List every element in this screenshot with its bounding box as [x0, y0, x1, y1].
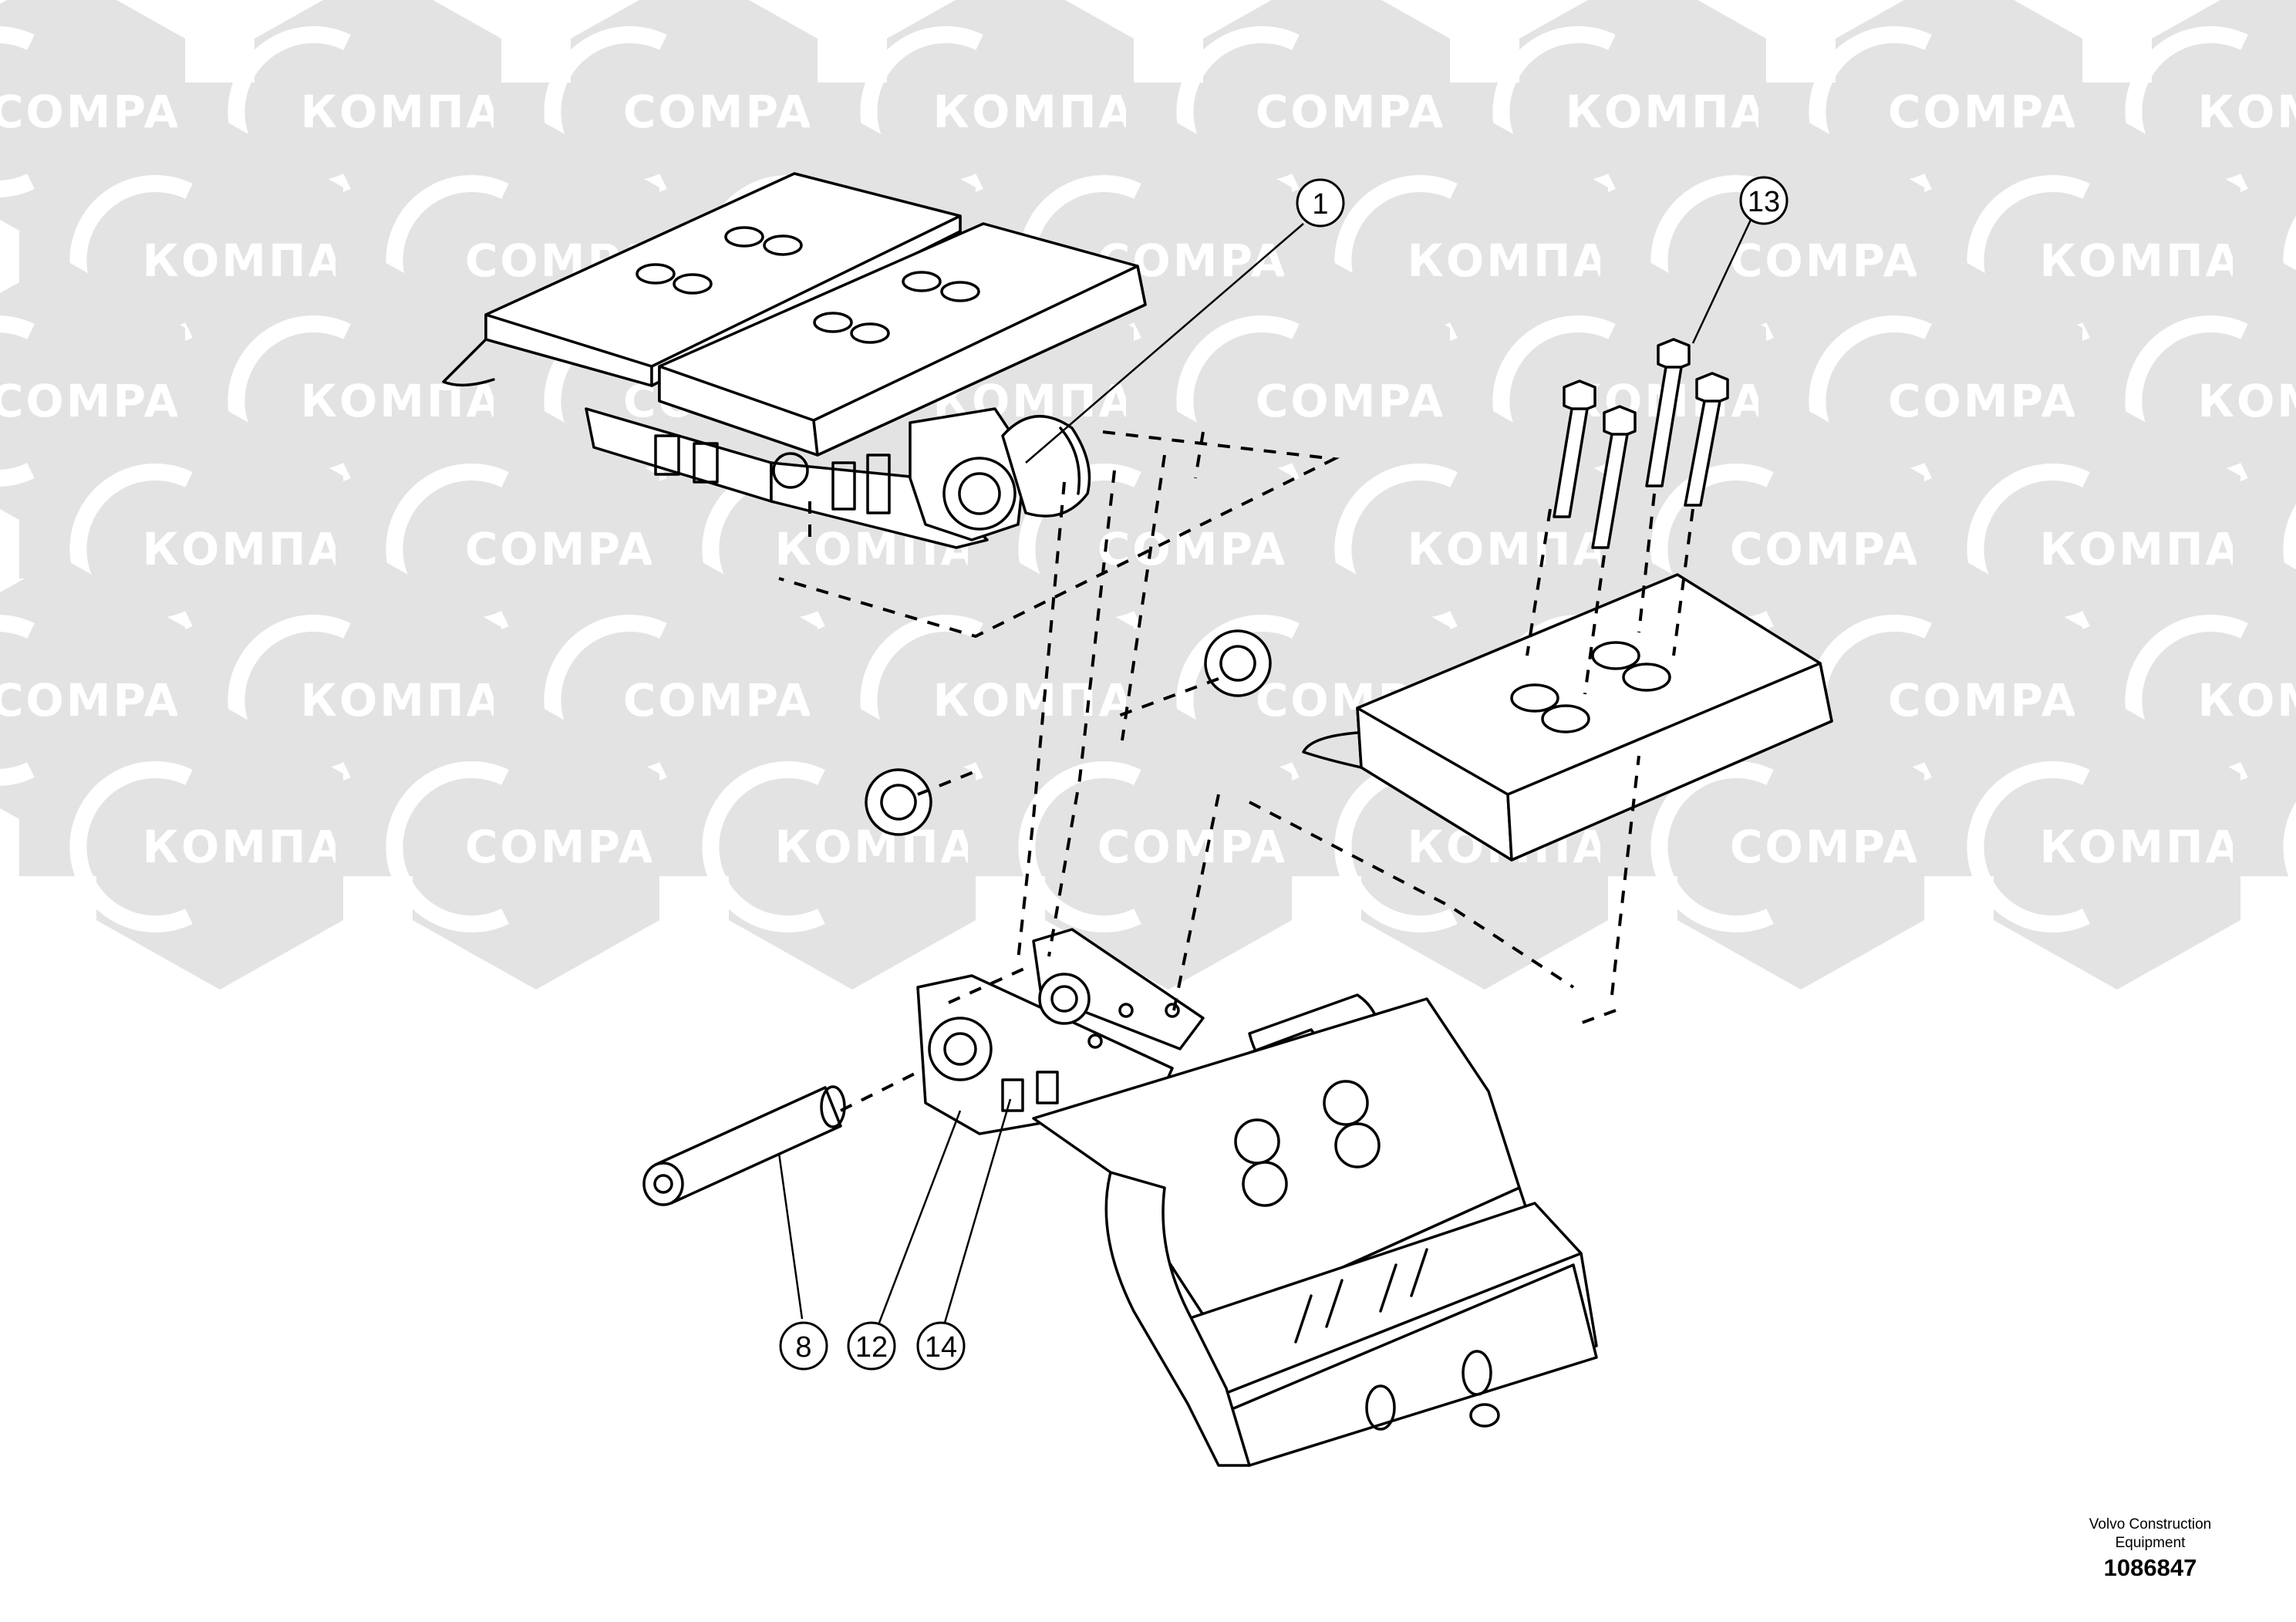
- watermark-c-mark: [702, 761, 825, 932]
- assembly-guide-lines: [778, 430, 1694, 1112]
- publisher-credit: Volvo Construction Equipment 1086847: [2054, 1516, 2247, 1583]
- watermark-c-mark: [1018, 761, 1141, 932]
- watermark-c-mark: [2283, 215, 2296, 306]
- publisher-name-line2: Equipment: [2115, 1535, 2186, 1551]
- watermark-text: КОМПАРТ: [2198, 86, 2296, 138]
- track-assembly-bottom: [916, 928, 1598, 1467]
- bolt-set: [1553, 338, 1729, 549]
- callout-13-label: 13: [1748, 186, 1780, 218]
- watermark-text: КОМПАРТ: [2198, 375, 2296, 427]
- watermark-c-mark: [2283, 801, 2296, 892]
- watermark-c-mark: [386, 761, 509, 932]
- callout-12: 12: [847, 1110, 962, 1371]
- track-assembly-top: [442, 172, 1147, 549]
- watermark-c-mark: [1650, 761, 1774, 932]
- callout-8: 8: [777, 1152, 828, 1371]
- callout-1-label: 1: [1312, 188, 1328, 221]
- seal-ring-lower: [865, 768, 932, 836]
- callout-12-label: 12: [855, 1331, 888, 1364]
- seal-ring-upper: [1204, 629, 1272, 697]
- callout-8-label: 8: [795, 1331, 811, 1364]
- track-pin: [642, 1085, 846, 1206]
- track-pad-single: [1302, 573, 1833, 862]
- illustration-number: 1086847: [2103, 1554, 2197, 1581]
- watermark-c-mark: [2283, 504, 2296, 595]
- callout-14-label: 14: [925, 1331, 957, 1364]
- watermark-c-mark: [69, 761, 193, 932]
- watermark-c-mark: [1967, 761, 2090, 932]
- publisher-name-line1: Volvo Construction: [2089, 1516, 2212, 1533]
- callout-1: 1: [1025, 178, 1345, 464]
- callout-13: 13: [1691, 176, 1789, 344]
- callout-14: 14: [916, 1098, 1012, 1371]
- watermark-text: КОМПАРТ: [2198, 674, 2296, 727]
